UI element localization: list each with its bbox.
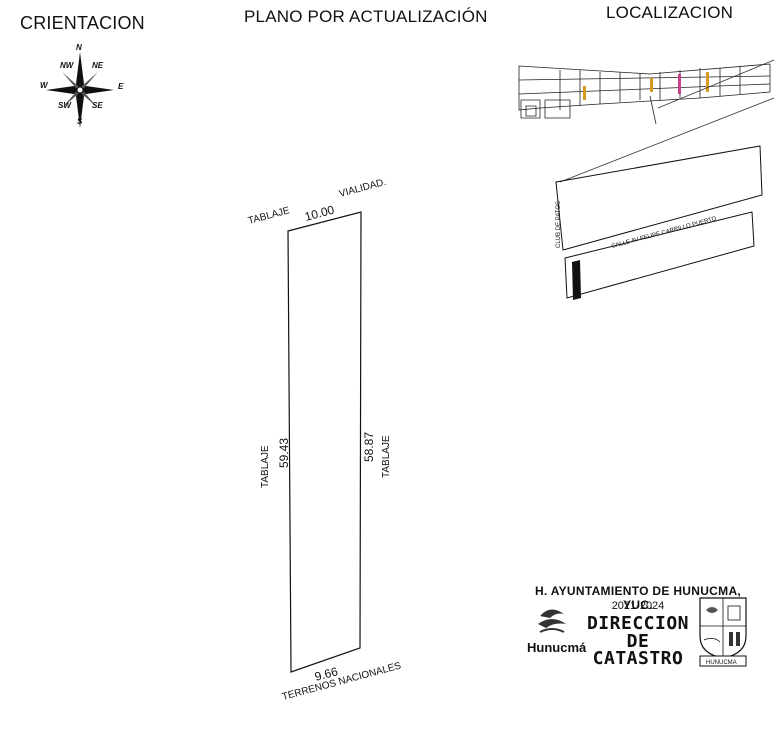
map-highlight-orange-2 — [706, 72, 709, 92]
plan-top-right-label: VIALIDAD. — [338, 177, 388, 200]
plan-heading: PLANO POR ACTUALIZACIÓN — [244, 7, 488, 26]
compass-south-label: S — [77, 117, 83, 126]
compass-sw-label: SW — [58, 101, 72, 110]
department-line-1: DIRECCION — [586, 613, 690, 634]
plan-left-label: TABLAJE — [260, 445, 271, 488]
department-line-3: CATASTRO — [592, 648, 684, 669]
compass-nw-label: NW — [60, 61, 75, 70]
plan-right-label: TABLAJE — [381, 435, 392, 478]
location-heading: LOCALIZACION — [606, 3, 734, 22]
parcel-outline — [287, 211, 362, 673]
map-street-label: CALLE AV FELIPE CARRILLO PUERTO — [611, 216, 718, 250]
seal-caption: HUNUCMA — [706, 660, 737, 666]
map-highlight-orange — [583, 86, 586, 100]
department-line-2: DE — [626, 631, 650, 652]
plan-top-left-label: TABLAJE — [247, 205, 291, 227]
compass-north-label: N — [76, 43, 82, 52]
plan-left-length: 59.43 — [277, 438, 291, 468]
compass-east-label: E — [118, 82, 124, 91]
map-parcel-marker — [572, 260, 581, 300]
plan-top-length: 10.00 — [303, 203, 336, 224]
compass-se-label: SE — [92, 101, 103, 110]
plan-bottom-length: 9.66 — [313, 664, 339, 684]
compass-west-label: W — [40, 81, 49, 90]
location-town-map — [518, 63, 771, 125]
compass-rose-icon — [46, 52, 114, 128]
map-highlight-orange-3 — [650, 78, 653, 92]
map-street-strip — [564, 211, 755, 299]
emblem-title: H. AYUNTAMIENTO DE HUNUCMA, YUC. — [534, 584, 742, 612]
plan-bottom-label: TERRENOS NACIONALES — [281, 660, 403, 702]
orientation-heading: CRIENTACION — [20, 13, 145, 33]
plan-right-length: 58.87 — [362, 432, 376, 462]
municipality-logo-text: Hunucmá — [527, 640, 587, 655]
compass-ne-label: NE — [92, 61, 104, 70]
map-zoom-lines — [559, 59, 775, 183]
map-detail-block — [555, 145, 763, 251]
map-side-label: CLUB DE PATOS — [556, 201, 562, 248]
map-highlight-pink — [678, 74, 681, 94]
emblem-years: 2021-2024 — [611, 600, 665, 612]
hunucma-logo-icon — [538, 609, 566, 633]
municipal-seal-icon — [699, 597, 747, 667]
